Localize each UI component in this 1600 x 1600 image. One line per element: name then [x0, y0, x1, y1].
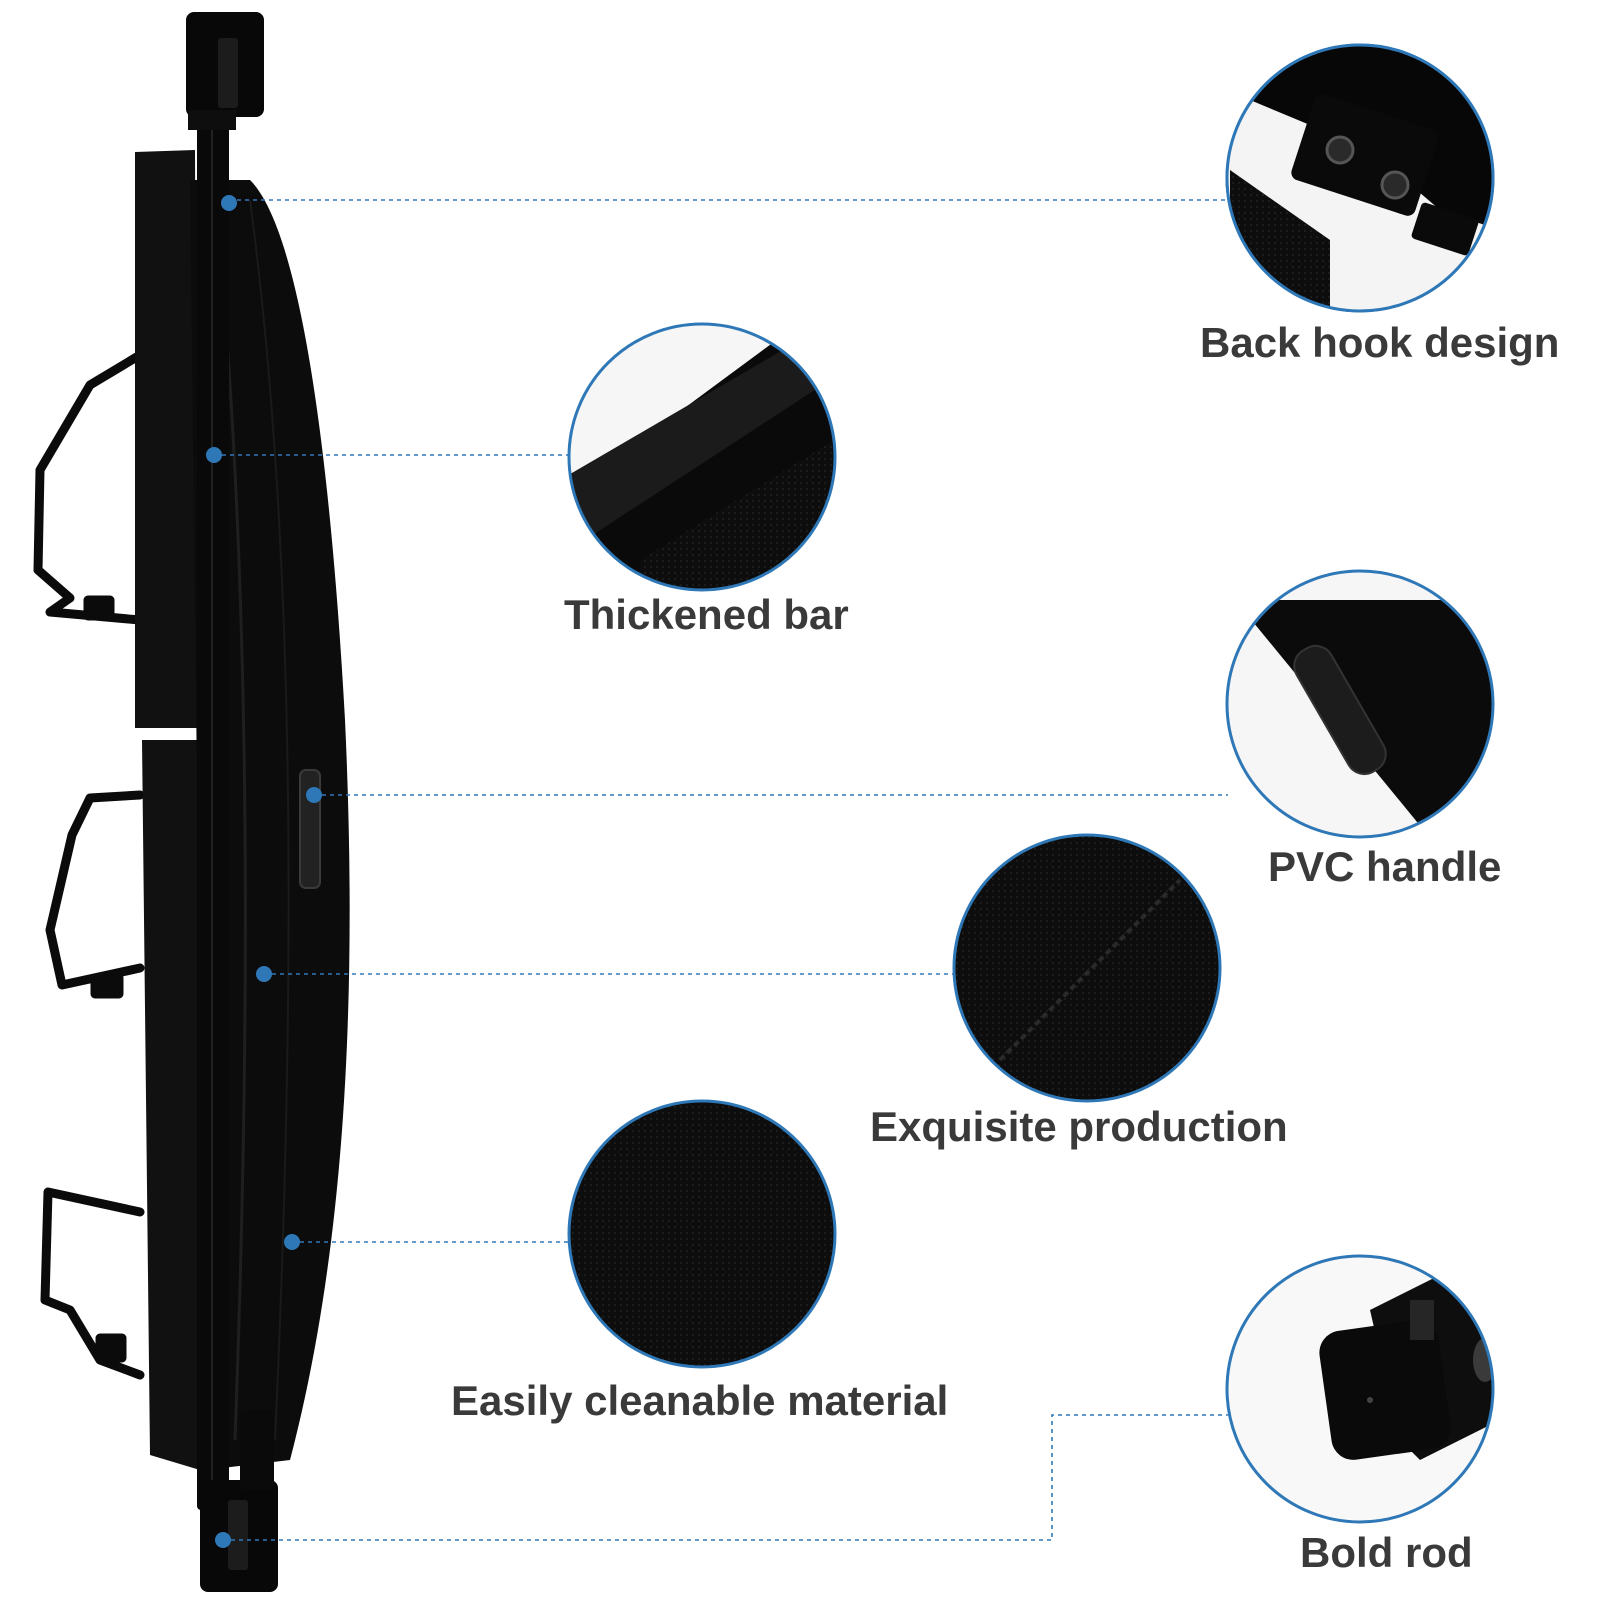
strap-top — [33, 350, 145, 625]
anchor-dot-exquisite-production — [256, 966, 272, 982]
connector-bold-rod — [223, 1414, 1228, 1541]
fabric-icon — [570, 1102, 834, 1366]
connector-lines — [214, 199, 1230, 1541]
label-bold-rod: Bold rod — [1300, 1529, 1473, 1576]
rod-end-cap-top — [186, 12, 264, 130]
anchor-dot-back-hook — [221, 195, 237, 211]
detail-circle-bold-rod — [1225, 1254, 1495, 1524]
anchor-dot-bold-rod — [215, 1532, 231, 1548]
label-exquisite-production: Exquisite production — [870, 1103, 1288, 1150]
strap-bottom — [40, 1187, 145, 1380]
panel-gap — [134, 728, 204, 740]
label-back-hook-design: Back hook design — [1200, 319, 1560, 366]
fabric-panel-left — [135, 150, 200, 1470]
cover-body — [190, 180, 350, 1470]
bar-icon — [570, 325, 834, 589]
rod-end-cap-bottom — [200, 1410, 278, 1592]
detail-circle-exquisite-production — [952, 833, 1222, 1103]
stitching-icon — [955, 836, 1219, 1100]
detail-circle-back-hook — [1225, 43, 1495, 313]
label-easily-cleanable-material: Easily cleanable material — [451, 1377, 949, 1424]
label-thickened-bar: Thickened bar — [564, 591, 849, 638]
detail-circle-easily-cleanable — [567, 1099, 837, 1369]
strap-middle — [45, 790, 145, 999]
anchor-dot-easily-cleanable — [284, 1234, 300, 1250]
anchor-dots — [206, 195, 322, 1548]
rod-end-icon — [1228, 1257, 1492, 1521]
label-pvc-handle: PVC handle — [1268, 843, 1502, 890]
hook-clip-icon — [1228, 46, 1492, 310]
cargo-cover-product — [33, 12, 350, 1592]
detail-circle-thickened-bar — [567, 322, 837, 592]
detail-circle-pvc-handle — [1225, 569, 1495, 839]
handle-icon — [1228, 572, 1492, 836]
anchor-dot-pvc-handle — [306, 787, 322, 803]
anchor-dot-thickened-bar — [206, 447, 222, 463]
